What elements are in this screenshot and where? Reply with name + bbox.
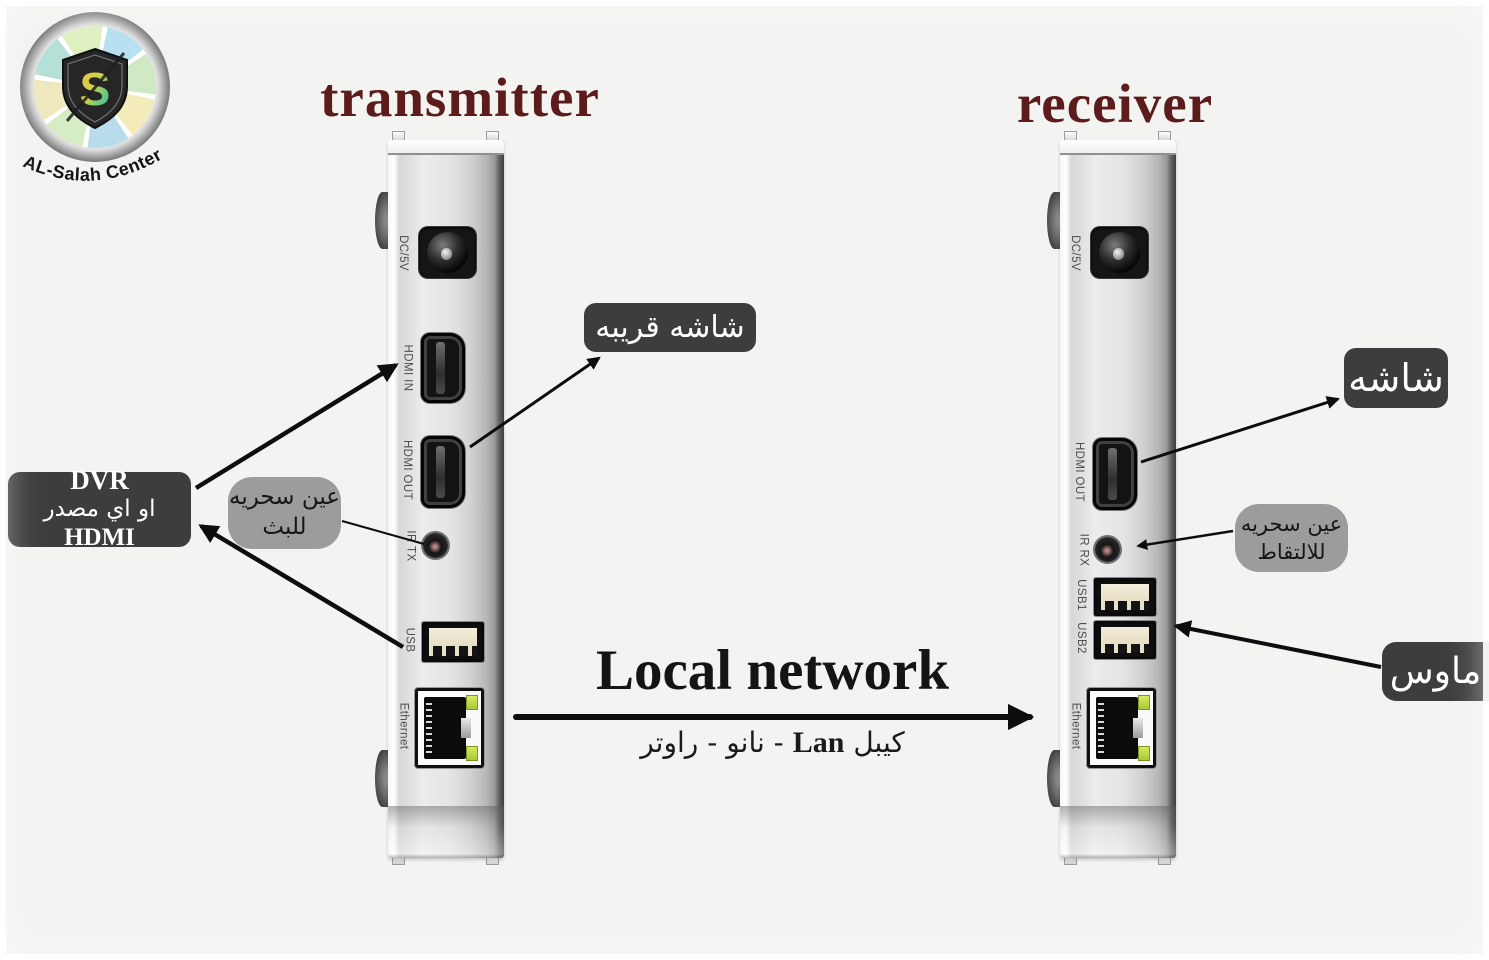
port-label-text: Ethernet [397,702,409,750]
callout-magic-eye-broadcast: عين سحريه للبث [228,477,341,549]
port-label-ir-rx: IR RX [1074,531,1092,569]
subtitle-lan-text: Lan [792,726,845,759]
callout-magic-eye-capture: عين سحريه للالتقاط [1235,504,1348,572]
mounting-ear [1047,192,1062,249]
panel-top-cap [388,140,504,155]
callout-text: ماوس [1389,651,1482,692]
dc-jack-barrel [1099,232,1140,273]
ir-rx-jack [1095,537,1120,562]
callout-text-line1: عين سحريه [1240,511,1343,536]
callout-text-line1: عين سحريه [228,484,341,511]
panel-bottom-cap [1060,806,1176,858]
ir-tx-jack [423,533,448,558]
ethernet-led [1138,695,1150,711]
port-label-text: HDMI OUT [1073,441,1085,503]
hdmi-slot [436,445,446,499]
port-label-text: USB1 [1075,579,1087,611]
port-label-dc: DC/5V [1066,227,1084,278]
port-label-hdmi-in: HDMI IN [398,333,416,403]
mounting-ear [375,750,390,807]
port-label-text: HDMI IN [401,344,414,392]
local-network-title: Local network [595,639,950,702]
ethernet-pins [426,702,432,754]
port-label-ethernet: Ethernet [1066,688,1084,764]
svg-text:AL-Salah Center: AL-Salah Center [21,144,166,185]
usb-contacts [1100,643,1150,653]
mounting-ear [1047,750,1062,807]
transmitter-title: transmitter [320,67,600,128]
port-label-usb: USB [400,620,418,660]
dvr-hdmi-text: HDMI [64,524,135,552]
ethernet-port [1087,688,1156,768]
usb-contacts [428,646,478,656]
brand-name: AL-Salah Center [21,144,165,185]
panel-top-cap [1060,140,1176,155]
port-label-text: USB [403,627,416,653]
callout-text-line1: DVR [70,464,129,495]
logo-brand-text: AL-Salah Center [21,144,166,185]
ethernet-led [1138,745,1150,761]
port-label-hdmi-out: HDMI OUT [1070,434,1088,510]
shield-s-icon: S [62,47,128,130]
dvr-arabic-text: او اي مصدر [43,495,156,522]
callout-near-screen: شاشه قريبه [584,303,756,352]
port-label-text: Ethernet [1069,702,1081,750]
arrow-dvr-to-hdmi-in [194,363,399,490]
panel-bottom-cap [388,806,504,858]
hdmi-slot [436,342,446,394]
subtitle-cable-text: كيبل [853,726,905,759]
port-label-text: USB2 [1075,622,1087,654]
dc-jack-pin [1112,248,1125,260]
port-label-ethernet: Ethernet [394,688,412,764]
usb-tongue [428,628,478,647]
ethernet-pins [1098,702,1104,754]
usb-tongue [1100,584,1150,601]
hdmi-out-port [1093,438,1137,510]
callout-mouse: ماوس [1382,642,1489,701]
port-label-text: DC/5V [397,234,409,271]
al-salah-center-logo: S AL-Salah Center [14,8,184,198]
port-label-usb1: USB1 [1072,576,1090,614]
port-label-dc: DC/5V [394,227,412,278]
usb-contacts [1100,600,1150,610]
port-label-hdmi-out: HDMI OUT [398,432,416,508]
receiver-title: receiver [1016,73,1214,134]
callout-text-line2: للبث [262,514,307,540]
dc-power-jack [419,227,476,278]
callout-text: شاشه [1348,356,1444,400]
dc-jack-barrel [427,232,468,273]
callout-text-line2: او اي مصدر HDMI [8,496,191,554]
subtitle-router-text: - نانو - راوتر [640,726,784,759]
hdmi-slot [1108,447,1118,501]
arrow-mouse-to-usb [1173,620,1382,669]
ethernet-clip [1132,718,1143,738]
mounting-ear [375,192,390,249]
ethernet-led [466,745,478,761]
network-subtitle: كيبل Lan - نانو - راوتر [540,726,1005,760]
port-label-ir-tx: IR TX [402,527,420,565]
ethernet-clip [460,718,471,738]
port-label-text: HDMI OUT [401,439,413,501]
usb2-port [1094,621,1156,659]
port-label-text: IR RX [1077,533,1090,567]
port-label-text: DC/5V [1069,234,1081,271]
dc-jack-pin [440,248,453,260]
ethernet-led [466,695,478,711]
callout-screen: شاشه [1344,348,1448,408]
dc-power-jack [1091,227,1148,278]
usb1-port [1094,578,1156,616]
callout-text: شاشه قريبه [595,310,745,345]
callout-dvr-source: DVR او اي مصدر HDMI [8,465,191,551]
usb-port [422,622,484,662]
ethernet-port [415,688,484,768]
usb-tongue [1100,627,1150,644]
port-label-usb2: USB2 [1072,619,1090,657]
hdmi-in-port [421,333,465,403]
hdmi-out-port [421,436,465,508]
callout-text-line2: للالتقاط [1257,540,1326,564]
port-label-text: IR TX [405,530,417,562]
